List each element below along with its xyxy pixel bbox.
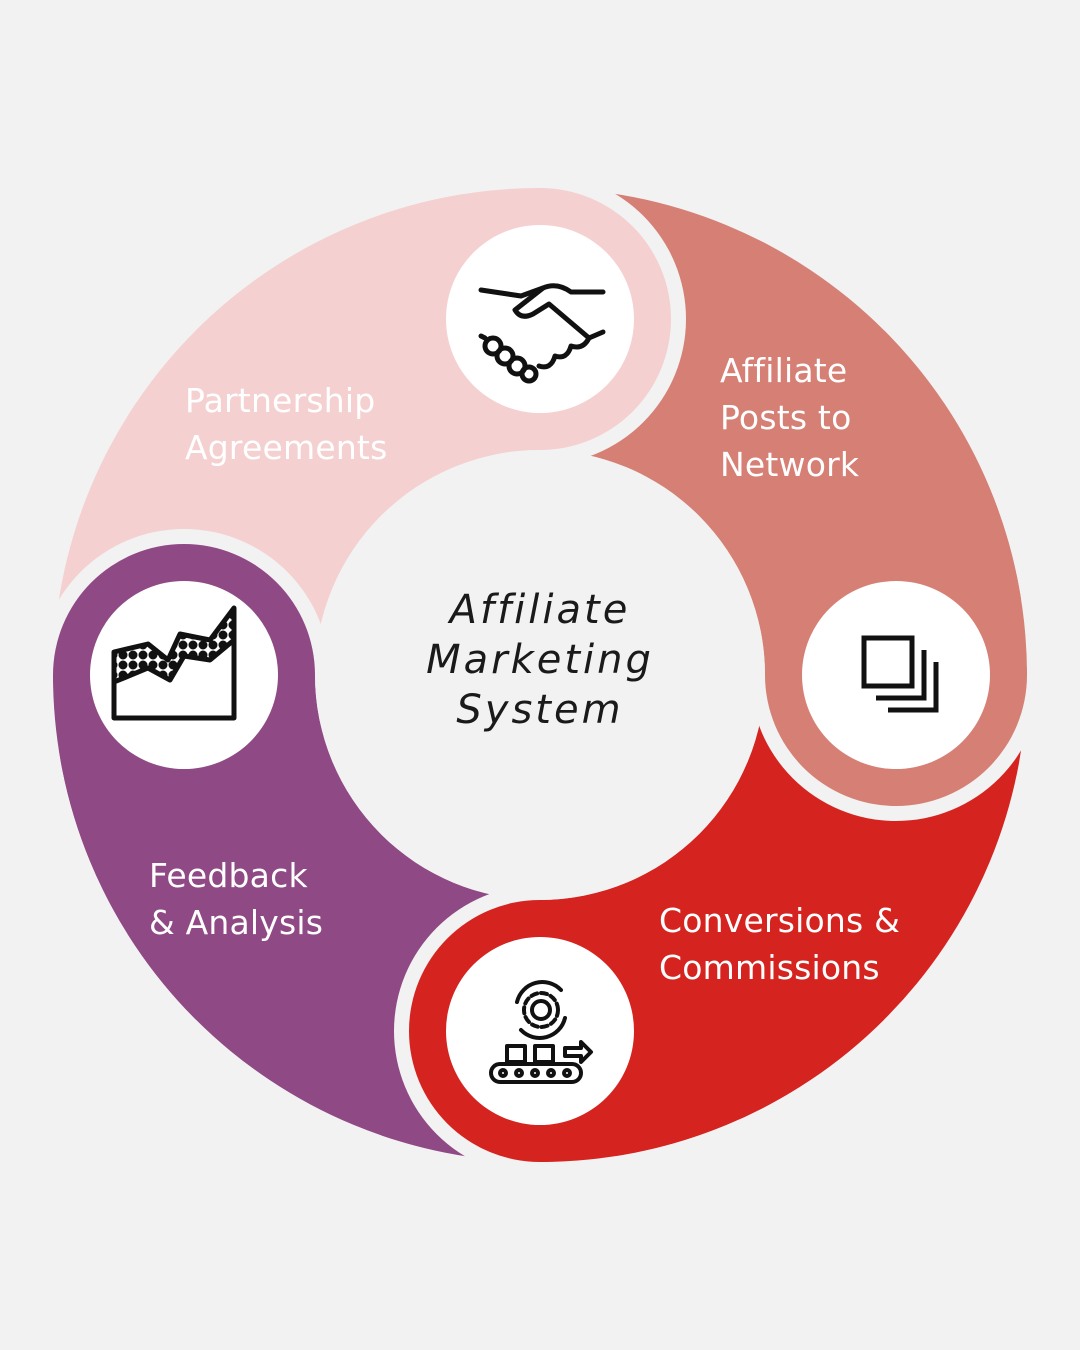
center-line: Affiliate xyxy=(449,587,631,633)
icon-circle-posts xyxy=(802,581,990,769)
area-chart-icon xyxy=(111,605,237,721)
label-line: Agreements xyxy=(185,428,388,467)
label-posts: Affiliate Posts to Network xyxy=(720,347,859,488)
label-line: Partnership xyxy=(185,381,376,420)
center-line: Marketing xyxy=(426,637,654,683)
label-feedback: Feedback & Analysis xyxy=(149,852,323,946)
center-line: System xyxy=(456,687,624,733)
segment-body-feedback xyxy=(53,675,381,1020)
label-line: Affiliate xyxy=(720,351,848,390)
label-line: & Analysis xyxy=(149,903,324,942)
center-circle xyxy=(315,450,765,900)
handshake-icon xyxy=(478,283,606,384)
label-line: Network xyxy=(720,445,860,484)
copy-layers-icon xyxy=(861,635,939,713)
label-line: Commissions xyxy=(659,948,880,987)
label-line: Feedback xyxy=(149,856,308,895)
segment-body-posts xyxy=(699,330,1027,675)
segment-body-partnership xyxy=(195,188,541,516)
label-partnership: Partnership Agreements xyxy=(185,377,387,471)
gear-conveyor-icon xyxy=(489,980,593,1084)
icon-circle-partnership xyxy=(446,225,634,413)
center-title: Affiliate Marketing System xyxy=(340,585,740,735)
segment-body-conversions xyxy=(540,834,885,1162)
label-line: Conversions & xyxy=(659,901,901,940)
label-line: Posts to xyxy=(720,398,852,437)
label-conversions: Conversions & Commissions xyxy=(659,897,900,991)
